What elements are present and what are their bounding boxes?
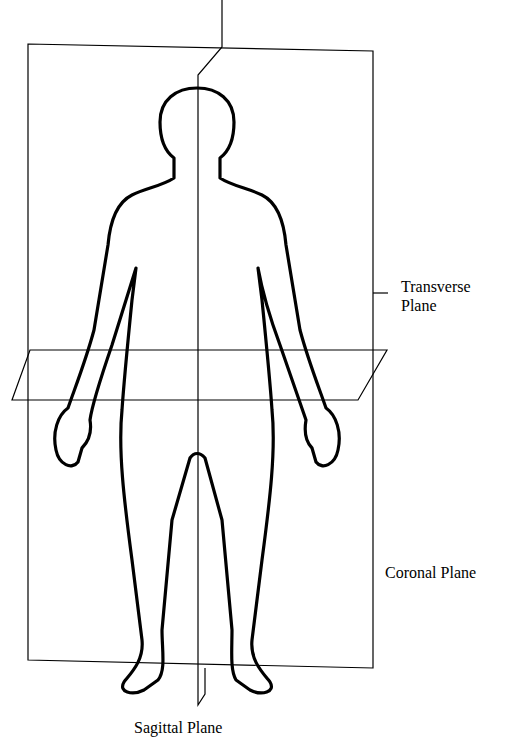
body-silhouette bbox=[55, 88, 340, 693]
plane-label: Transverse Plane bbox=[401, 277, 493, 315]
transverse-plane bbox=[12, 350, 387, 400]
coronal-plane bbox=[28, 44, 373, 668]
leader-line bbox=[373, 292, 388, 293]
sagittal-plane bbox=[198, 0, 222, 705]
plane-label: Coronal Plane bbox=[385, 563, 476, 582]
plane-label: Sagittal Plane bbox=[134, 718, 222, 737]
